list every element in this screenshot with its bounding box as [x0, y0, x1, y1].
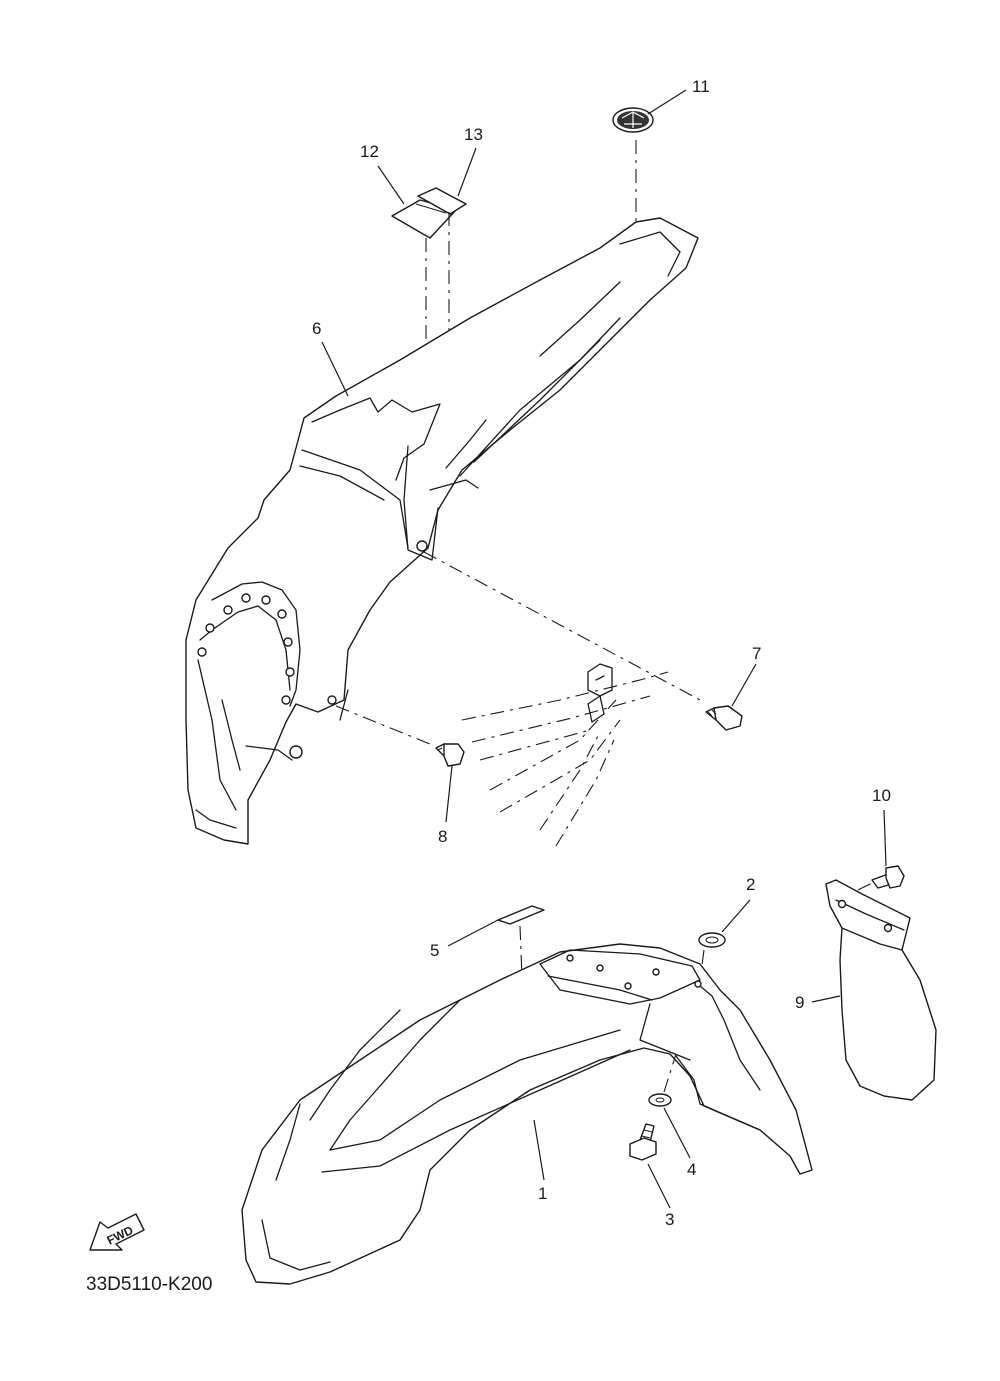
- callout-6: 6: [312, 319, 321, 338]
- callout-10: 10: [872, 786, 891, 805]
- rear-fender-part: [185, 217, 699, 845]
- callout-3: 3: [665, 1210, 674, 1229]
- callout-11: 11: [692, 77, 710, 96]
- bolt-8-part: [435, 743, 465, 767]
- callout-1: 1: [538, 1184, 547, 1203]
- label-5-part: [497, 905, 545, 925]
- washer-4-part: [648, 1093, 672, 1107]
- bolt-7-part: [705, 705, 743, 731]
- callout-2: 2: [746, 875, 755, 894]
- callout-4: 4: [687, 1160, 696, 1179]
- grommet-2-part: [698, 932, 726, 948]
- callout-7: 7: [752, 644, 761, 663]
- front-fender-part: [241, 943, 813, 1285]
- fwd-arrow-icon: FWD: [89, 1213, 145, 1251]
- callout-9: 9: [795, 993, 804, 1012]
- callouts: 11 13 12 6 7 8 10 2 5 9 1 4 3: [312, 77, 891, 1229]
- mud-flap-part: [825, 879, 937, 1101]
- leader-lines: [321, 89, 887, 1209]
- emblem-part: [612, 107, 654, 133]
- bolt-3-part: [629, 1123, 657, 1161]
- callout-13: 13: [464, 125, 483, 144]
- sticker-13-part: [417, 187, 467, 215]
- drawing-code: 33D5110-K200: [86, 1274, 212, 1295]
- callout-12: 12: [360, 142, 379, 161]
- screw-10-part: [871, 865, 905, 889]
- callout-8: 8: [438, 827, 447, 846]
- callout-5: 5: [430, 941, 439, 960]
- frame-outline: [461, 663, 669, 847]
